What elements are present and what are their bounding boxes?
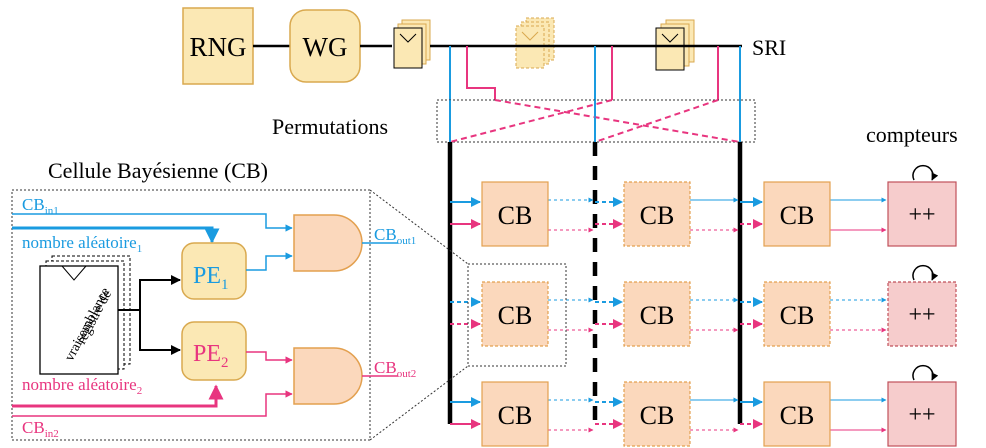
counter-label: ++	[908, 402, 935, 428]
and-gate-1	[293, 214, 363, 272]
cb-box	[623, 381, 691, 447]
cb-label: CB	[780, 301, 815, 330]
random-number-1-label: nombre aléatoire1	[22, 233, 142, 255]
cb-box	[763, 381, 831, 447]
pe2-label: PE2	[193, 341, 229, 371]
cb-label: CB	[498, 201, 533, 230]
and-gate-2	[293, 347, 363, 405]
cell-title: Cellule Bayésienne (CB)	[48, 158, 268, 183]
counter-box	[887, 381, 957, 447]
cb-box	[763, 281, 831, 347]
cb-grid: CB CB CB ++ CB CB CB ++ CB CB CB ++	[450, 164, 957, 447]
cb-label: CB	[640, 301, 675, 330]
wg-label: WG	[303, 32, 348, 62]
counters-label: compteurs	[866, 122, 958, 147]
random-number-2-label: nombre aléatoire2	[22, 375, 142, 397]
pe2-box	[181, 321, 247, 381]
rng-box	[182, 7, 254, 85]
permutations-label: Permutations	[272, 114, 388, 139]
cb-box	[481, 381, 549, 447]
weights-stack-2-icon	[515, 17, 555, 69]
pe1-label: PE1	[193, 263, 229, 293]
likelihood-register-icon: registre de vraisemblance	[39, 255, 131, 375]
counter-loop-icon	[912, 364, 939, 381]
cb-label: CB	[498, 401, 533, 430]
counter-loop-icon	[912, 164, 939, 181]
counter-label: ++	[908, 302, 935, 328]
rng-label: RNG	[189, 32, 246, 62]
cb-box	[763, 181, 831, 247]
cb-out1-label: CBout1	[374, 225, 416, 247]
counter-box	[887, 281, 957, 347]
weights-stack-1-icon	[393, 19, 431, 69]
pe1-box	[181, 242, 247, 300]
cb-box	[481, 281, 549, 347]
counter-loop-icon	[912, 264, 939, 281]
counter-label: ++	[908, 202, 935, 228]
cb-box	[623, 181, 691, 247]
cb-label: CB	[498, 301, 533, 330]
cb-label: CB	[640, 201, 675, 230]
cb-box	[481, 181, 549, 247]
cb-box	[623, 281, 691, 347]
cb-out2-label: CBout2	[374, 358, 416, 380]
cb-label: CB	[780, 201, 815, 230]
sri-label: SRI	[752, 35, 786, 60]
cb-label: CB	[780, 401, 815, 430]
weights-stack-3-icon	[655, 19, 695, 71]
cb-label: CB	[640, 401, 675, 430]
zoom-source-box	[467, 263, 567, 367]
cb-in2-label: CBin2	[22, 418, 59, 440]
counter-box	[887, 181, 957, 247]
